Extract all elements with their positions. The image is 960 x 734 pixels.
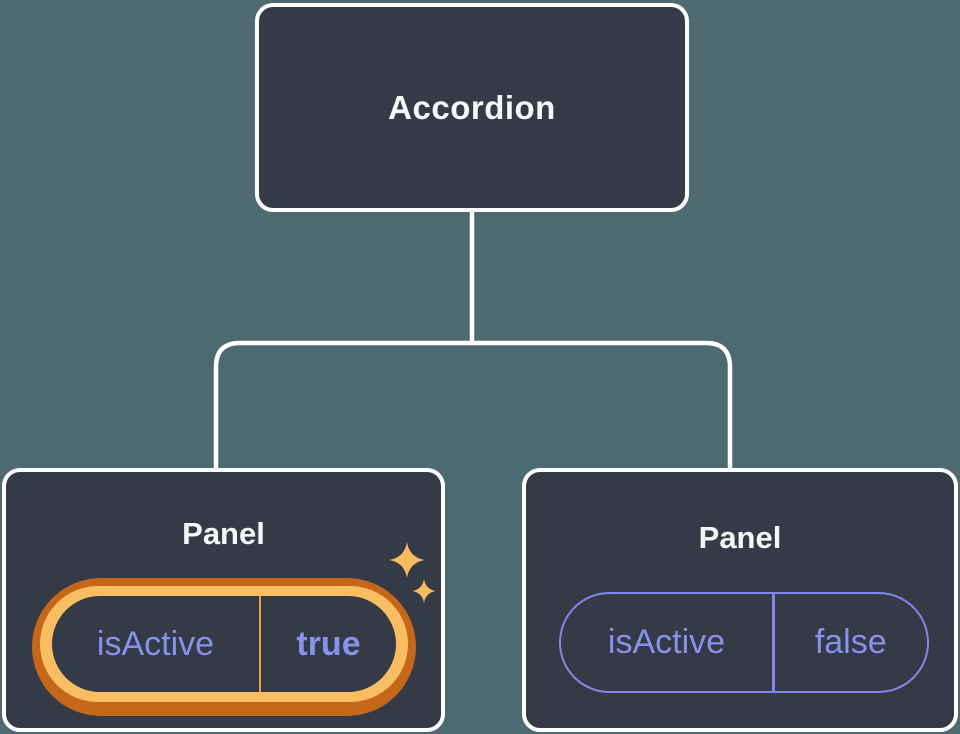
- accordion-node: Accordion: [255, 3, 689, 212]
- panel-node-active: Panel isActive true: [2, 468, 445, 732]
- prop-name: isActive: [607, 623, 726, 661]
- accordion-node-label: Accordion: [388, 88, 556, 126]
- prop-value: true: [296, 624, 361, 663]
- pill-body: isActive true: [52, 596, 396, 692]
- pill-divider: [772, 594, 775, 691]
- pill-divider: [259, 596, 261, 692]
- prop-name: isActive: [96, 624, 215, 663]
- panel-node-inactive: Panel isActive false: [522, 468, 958, 732]
- panel-node-label: Panel: [698, 520, 782, 555]
- isactive-false-pill: isActive false: [559, 592, 929, 693]
- isactive-true-pill: isActive true: [32, 578, 416, 716]
- prop-value: false: [814, 623, 887, 661]
- panel-node-label: Panel: [182, 516, 265, 551]
